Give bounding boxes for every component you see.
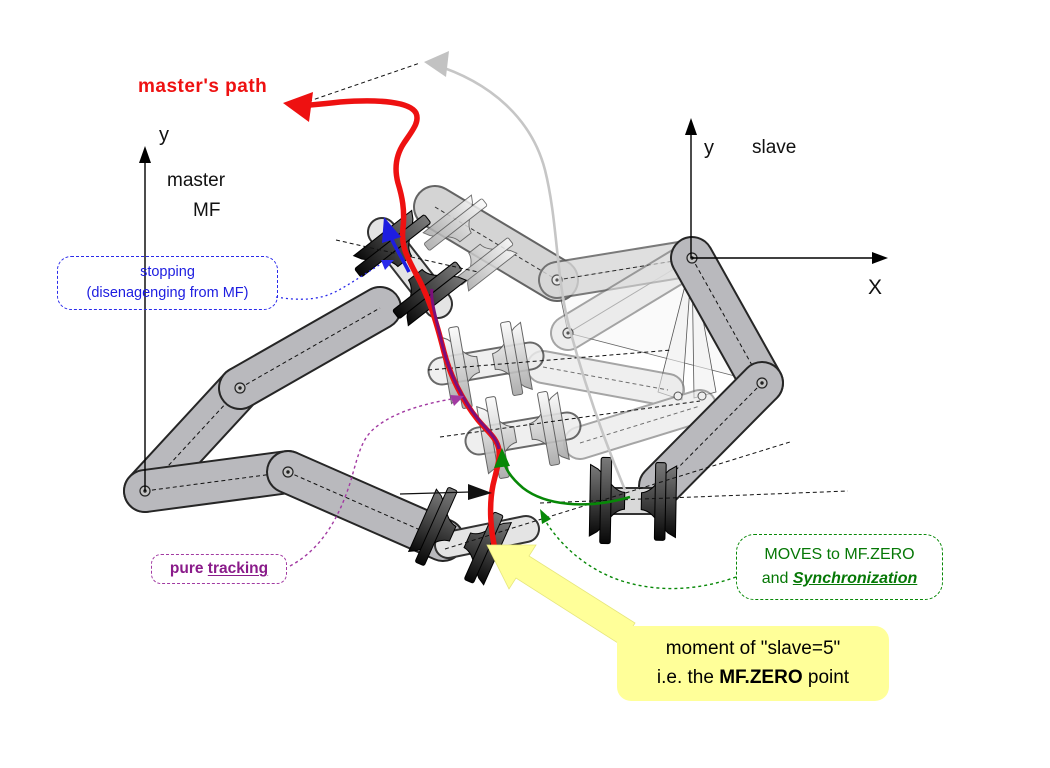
tracking-connector — [289, 398, 453, 567]
moment-line1: moment of "slave=5" — [665, 638, 841, 659]
slave-label: slave — [752, 137, 797, 158]
master-label: master — [167, 170, 226, 191]
master-path-curve — [299, 98, 502, 554]
tracking-prefix: pure — [169, 560, 208, 577]
stopping-arrowhead — [382, 217, 401, 243]
stopping-connector-arrowhead — [381, 260, 394, 270]
slave-y-axis-label: y — [704, 137, 714, 159]
master-y-axis-label: y — [159, 124, 169, 146]
sync-connector — [542, 516, 737, 590]
velocity-arrowhead — [468, 484, 492, 500]
stopping-line1: stopping — [140, 264, 195, 280]
moves-line1: MOVES to MF.ZERO — [764, 546, 915, 563]
slave-x-axis-label: X — [868, 276, 883, 299]
slave-path-arrowhead — [424, 51, 449, 77]
highlight-arrow — [486, 544, 636, 646]
tracking-segment — [430, 288, 501, 450]
ghost-gripper-upper — [439, 320, 533, 409]
stopping-line2: (disenagenging from MF) — [86, 285, 249, 302]
ghost-gripper-sync — [422, 194, 518, 292]
sync-move-curve — [501, 458, 631, 506]
moment-callout: moment of "slave=5" i.e. the MF.ZERO poi… — [617, 626, 889, 701]
stopping-callout: stopping (disenagenging from MF) — [57, 256, 278, 311]
master-y-arrowhead — [139, 146, 151, 163]
slave-axes — [690, 124, 876, 259]
masters-path-label: master's path — [138, 76, 268, 97]
tracking-word: tracking — [207, 560, 269, 577]
mfzero-word: MF.ZERO — [719, 667, 803, 689]
moment-line2: i.e. the MF.ZERO point — [656, 667, 850, 689]
slave-x-arrowhead — [872, 252, 888, 264]
moves-line2: and Synchronization — [761, 570, 918, 587]
tracking-gripper — [407, 487, 513, 586]
synchronization-word: Synchronization — [792, 570, 918, 587]
master-arm — [123, 286, 465, 562]
slave-gripper — [588, 456, 678, 545]
master-mf-label: MF — [193, 200, 221, 221]
moves-callout: MOVES to MF.ZERO and Synchronization — [736, 534, 943, 600]
sync-move-arrowhead — [494, 448, 510, 468]
master-path-arrowhead — [283, 92, 313, 122]
velocity-arrow-line — [399, 491, 471, 495]
ghost-link-mid — [526, 240, 717, 460]
tracking-callout: pure tracking — [151, 554, 287, 584]
slave-y-arrowhead — [685, 118, 697, 135]
tracking-connector-arrowhead — [450, 395, 464, 406]
sync-connector-arrowhead — [540, 509, 551, 524]
slave-path-curve — [431, 62, 627, 491]
